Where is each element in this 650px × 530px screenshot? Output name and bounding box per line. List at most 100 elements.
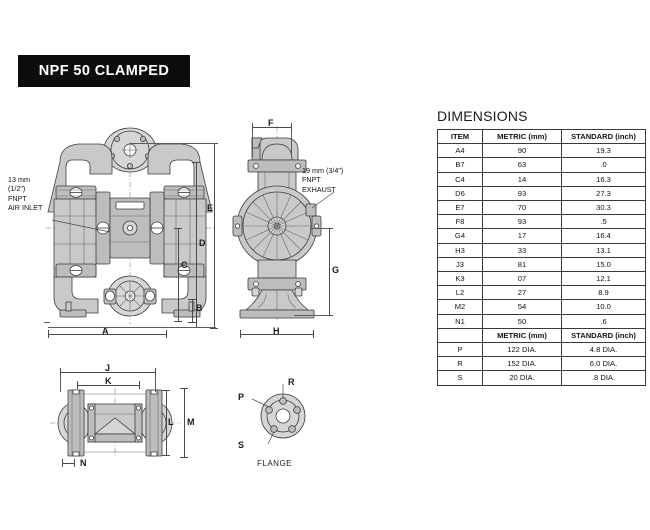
cell-metric: 70	[482, 200, 562, 216]
annotation-exhaust: 19 mm (3/4") FNPT EXHAUST	[302, 166, 344, 194]
dim-label-s: S	[238, 440, 245, 450]
dim-tick-l-bot	[162, 455, 170, 456]
cell-item: J3	[437, 256, 483, 273]
cell-item: M2	[437, 299, 483, 315]
cell-item: A4	[437, 143, 483, 159]
cell-item: F8	[437, 214, 483, 230]
cell-item: E7	[437, 200, 483, 216]
dim-tick-m-bot	[180, 457, 188, 458]
dim-label-k: K	[105, 376, 112, 386]
cell-standard: 12.1	[561, 271, 646, 287]
cell-item: D6	[437, 185, 483, 202]
subheader-metric: METRIC (mm)	[482, 327, 562, 344]
ext-line-j-left	[60, 376, 61, 392]
dim-tick-n-right	[74, 459, 75, 467]
dim-label-h: H	[273, 326, 280, 336]
cell-standard: .5	[561, 214, 646, 230]
table-subheader-row: METRIC (mm) STANDARD (inch)	[437, 327, 646, 344]
cell-metric: 14	[482, 171, 562, 187]
ext-line-f-right	[291, 131, 292, 157]
dim-label-b: B	[196, 303, 203, 313]
ext-line-g-top	[310, 228, 331, 229]
dim-line-b	[192, 299, 193, 323]
dim-label-g: G	[332, 265, 340, 275]
dim-label-c: C	[181, 260, 188, 270]
subheader-standard: STANDARD (inch)	[561, 327, 646, 344]
cell-item: S	[437, 370, 483, 386]
dim-tick-k-left	[77, 381, 78, 389]
cell-item: K3	[437, 271, 483, 287]
cell-item: N1	[437, 313, 483, 329]
dim-label-r: R	[288, 377, 295, 387]
dim-line-c	[178, 228, 179, 322]
cell-metric: 07	[482, 271, 562, 287]
dim-tick-n-left	[62, 459, 63, 467]
top-view-drawing	[50, 388, 181, 458]
dim-label-m: M	[187, 417, 195, 427]
col-header-standard: STANDARD (inch)	[561, 128, 646, 145]
dim-line-k	[77, 385, 140, 386]
cell-standard: 27.3	[561, 185, 646, 202]
dim-label-j: J	[105, 363, 111, 373]
dim-line-e	[214, 143, 215, 329]
cell-metric: 17	[482, 228, 562, 244]
side-view-drawing	[232, 126, 335, 320]
cell-metric: 50	[482, 313, 562, 329]
cell-standard: .8 DIA.	[561, 370, 646, 386]
dim-line-h	[240, 334, 314, 335]
cell-metric: 90	[482, 143, 562, 159]
cell-standard: 13.1	[561, 242, 646, 258]
dim-line-g	[329, 228, 330, 316]
dim-tick-f-left	[252, 123, 253, 131]
flange-detail-drawing	[251, 384, 306, 445]
cell-item: C4	[437, 171, 483, 187]
cell-standard: .6	[561, 313, 646, 329]
cell-metric: 27	[482, 285, 562, 301]
cell-metric: 93	[482, 185, 562, 202]
flange-caption: FLANGE	[257, 459, 293, 468]
cell-item: B7	[437, 157, 483, 173]
cell-standard: 15.0	[561, 256, 646, 273]
cell-metric: 20 DIA.	[482, 370, 562, 386]
cell-item: G4	[437, 228, 483, 244]
cell-metric: 122 DIA.	[482, 342, 562, 358]
dimensions-heading: DIMENSIONS	[437, 108, 528, 124]
dim-tick-d-top	[192, 162, 200, 163]
dim-tick-h-left	[240, 330, 241, 338]
ext-line-e-top	[130, 143, 216, 144]
dim-label-n: N	[80, 458, 87, 468]
dim-line-j	[60, 372, 156, 373]
cell-standard: 16.3	[561, 171, 646, 187]
cell-metric: 152 DIA.	[482, 356, 562, 372]
ext-line-bottom	[48, 327, 216, 328]
dim-tick-b-top	[188, 299, 196, 300]
dim-label-a: A	[102, 326, 109, 336]
ext-line-j-right	[155, 376, 156, 392]
cell-metric: 81	[482, 256, 562, 273]
dim-line-d	[196, 162, 197, 328]
ext-line-a-left	[44, 322, 50, 323]
dim-label-d: D	[199, 238, 206, 248]
dim-tick-f-right	[291, 123, 292, 131]
cell-item: L2	[437, 285, 483, 301]
dim-tick-b-bot	[188, 322, 196, 323]
dim-tick-a-right	[166, 330, 167, 338]
dim-tick-j-right	[155, 368, 156, 376]
dim-line-n	[62, 463, 74, 464]
dim-tick-c-top	[174, 228, 182, 229]
dim-tick-m-top	[180, 388, 188, 389]
dim-label-f: F	[268, 118, 274, 128]
